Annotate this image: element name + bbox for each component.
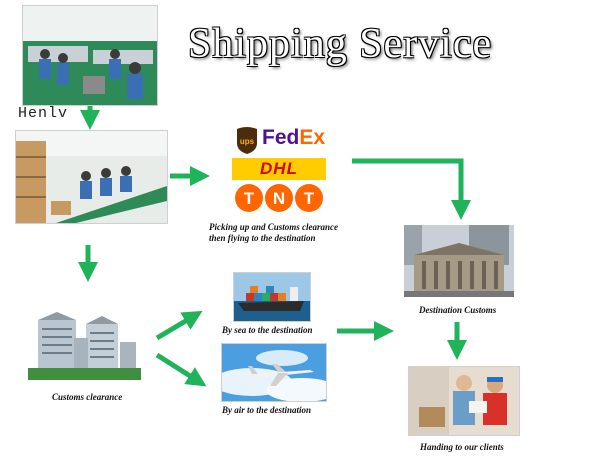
express-caption: Picking up and Customs clearance then fi… [209,222,369,244]
handing-clients-photo [408,366,520,436]
tnt-letter-1: T [244,189,255,208]
ups-logo-text: ups [240,137,255,146]
tnt-letter-2: N [273,189,285,208]
dhl-logo: DHL [232,158,326,180]
fedex-logo: FedEx [262,126,325,150]
customs-clearance-photo [28,310,141,380]
company-name: Henlv [18,105,69,122]
fedex-logo-fed: Fed [262,126,300,149]
customs-clearance-caption: Customs clearance [52,392,123,402]
arrow-express-to-destination [352,158,471,220]
by-sea-caption: By sea to the destination [222,325,313,335]
ups-logo: ups [235,125,259,155]
by-air-caption: By air to the destination [222,405,312,415]
destination-customs-photo [404,225,514,297]
tnt-letter-3: T [304,189,315,208]
fedex-logo-ex: Ex [299,126,326,149]
air-freight-photo [221,343,327,402]
dhl-logo-text: DHL [260,159,298,178]
express-caption-line-1: Picking up and Customs clearance [209,222,339,232]
express-caption-line-2: then fiying to the destination [209,233,316,243]
page-title: Shipping Service [188,21,493,67]
factory-photo-2 [15,130,168,224]
tnt-logo: T N T [234,183,324,213]
factory-photo-1 [22,5,158,106]
arrow-to-sea [155,310,203,341]
arrow-to-air [155,352,207,387]
handing-caption: Handing to our clients [420,442,504,452]
destination-customs-caption: Destination Customs [419,305,497,315]
sea-freight-photo [233,272,311,322]
